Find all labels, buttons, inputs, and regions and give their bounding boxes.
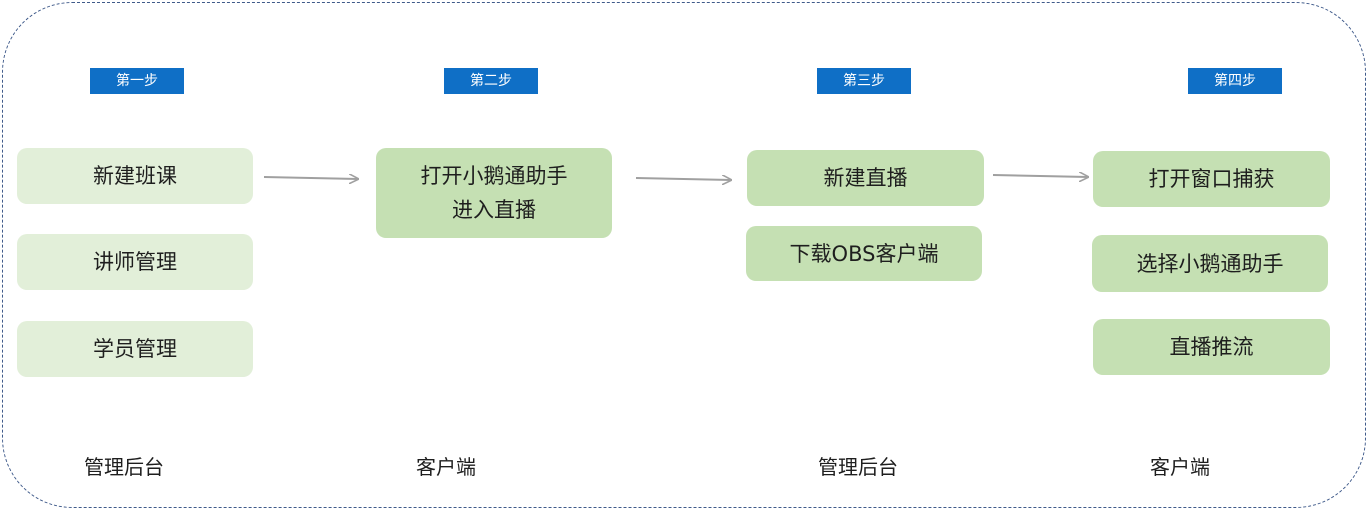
step-2-box-line-1: 打开小鹅通助手 — [420, 164, 568, 188]
step-1-box-teacher-manage: 讲师管理 — [17, 234, 253, 290]
step-3-footer: 管理后台 — [818, 455, 898, 479]
step-1-badge: 第一步 — [90, 68, 184, 94]
step-3-badge: 第三步 — [817, 68, 911, 94]
step-4-footer: 客户端 — [1150, 455, 1210, 479]
step-3-box-new-live: 新建直播 — [747, 150, 984, 206]
step-3-box-download-obs: 下载OBS客户端 — [746, 226, 982, 281]
step-4-box-window-capture: 打开窗口捕获 — [1093, 151, 1330, 207]
step-1-footer: 管理后台 — [84, 455, 164, 479]
step-1-box-student-manage: 学员管理 — [17, 321, 253, 377]
step-1-box-new-class: 新建班课 — [17, 148, 253, 204]
step-2-badge: 第二步 — [444, 68, 538, 94]
step-2-box: 打开小鹅通助手 进入直播 — [376, 148, 612, 238]
step-2-footer: 客户端 — [416, 455, 476, 479]
step-4-box-select-assistant: 选择小鹅通助手 — [1092, 235, 1328, 292]
step-4-badge: 第四步 — [1188, 68, 1282, 94]
step-4-box-push-stream: 直播推流 — [1093, 319, 1330, 375]
step-2-box-line-2: 进入直播 — [452, 198, 536, 222]
